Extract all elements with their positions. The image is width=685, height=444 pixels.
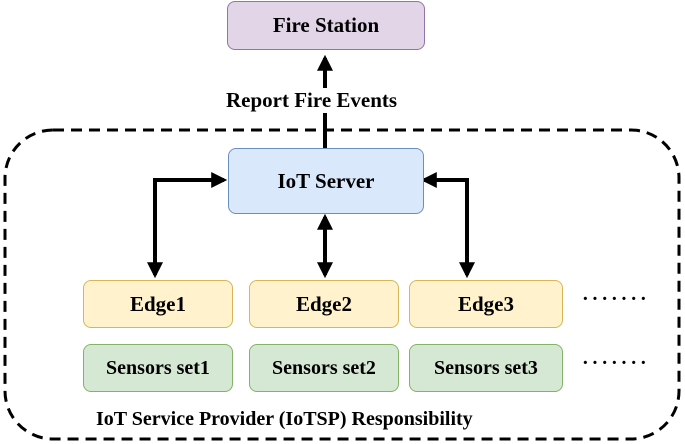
sensors-set3-node: Sensors set3 bbox=[409, 344, 563, 392]
sensors-set2-label: Sensors set2 bbox=[272, 356, 376, 379]
edge3-node: Edge3 bbox=[409, 280, 563, 328]
iotsp-boundary bbox=[3, 128, 681, 441]
fire-station-label: Fire Station bbox=[272, 13, 380, 37]
fire-station-node: Fire Station bbox=[227, 1, 425, 50]
report-fire-events-label: Report Fire Events bbox=[222, 88, 402, 113]
edges-ellipsis: ······· bbox=[582, 288, 650, 310]
edge2-label: Edge2 bbox=[295, 291, 352, 316]
edge3-label: Edge3 bbox=[457, 291, 514, 316]
iot-server-node: IoT Server bbox=[228, 148, 424, 214]
sensors-ellipsis: ······· bbox=[582, 352, 650, 374]
sensors-set3-label: Sensors set3 bbox=[434, 356, 538, 379]
sensors-set2-node: Sensors set2 bbox=[249, 344, 399, 392]
edge1-node: Edge1 bbox=[83, 280, 233, 328]
edge1-label: Edge1 bbox=[129, 291, 186, 316]
edge2-node: Edge2 bbox=[249, 280, 399, 328]
iotsp-boundary-label: IoT Service Provider (IoTSP) Responsibil… bbox=[92, 408, 477, 431]
arrow-server-edge1 bbox=[147, 172, 228, 279]
iot-server-label: IoT Server bbox=[277, 168, 375, 193]
arrow-server-edge3 bbox=[420, 172, 475, 279]
sensors-set1-node: Sensors set1 bbox=[83, 344, 233, 392]
sensors-set1-label: Sensors set1 bbox=[106, 356, 210, 379]
